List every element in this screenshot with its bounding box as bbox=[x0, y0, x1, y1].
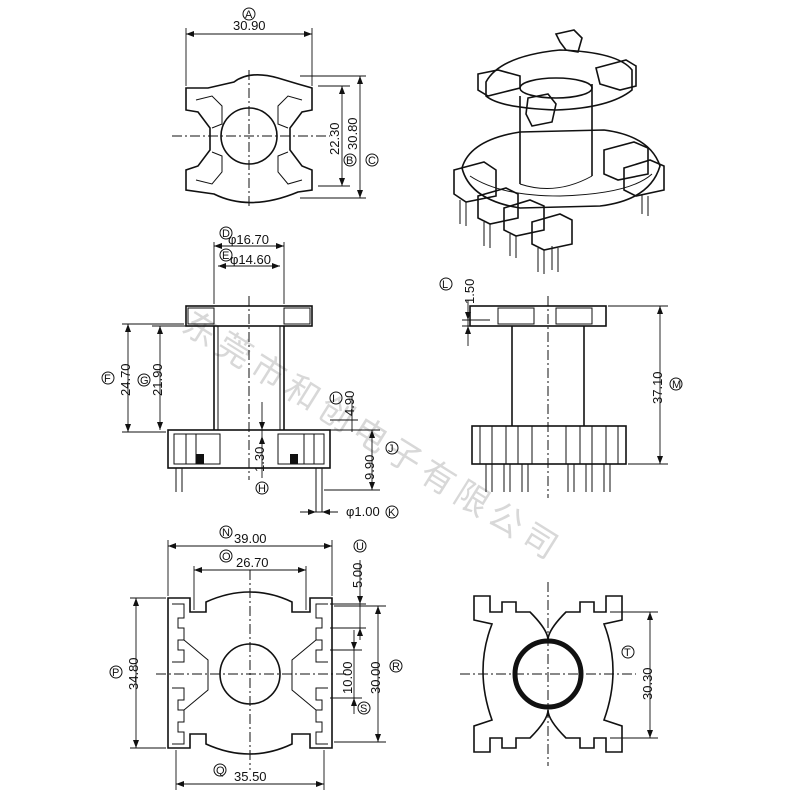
dim-g-marker bbox=[137, 373, 151, 387]
dim-f-label: F bbox=[104, 373, 111, 385]
dim-h-value: 1.30 bbox=[252, 447, 267, 472]
dim-i-value: 4.90 bbox=[342, 391, 357, 416]
dim-m-label: M bbox=[672, 379, 681, 391]
isometric-view bbox=[453, 29, 665, 274]
dim-j-value: 9.90 bbox=[362, 455, 377, 480]
dim-u-label: U bbox=[356, 541, 364, 553]
dim-g-value: 21.90 bbox=[150, 363, 165, 396]
dim-d-value: φ16.70 bbox=[228, 232, 269, 247]
dim-p-value: 34.80 bbox=[126, 657, 141, 690]
dim-b-label: B bbox=[346, 155, 353, 167]
dim-b-value: 22.30 bbox=[327, 122, 342, 155]
dim-a-label: A bbox=[245, 9, 253, 21]
dim-k-label: K bbox=[388, 507, 396, 519]
dim-n-marker bbox=[219, 525, 233, 539]
dim-o-label: O bbox=[222, 551, 231, 563]
dim-r-value: 30.00 bbox=[368, 661, 383, 694]
dim-p-label: P bbox=[112, 667, 119, 679]
side-view: 1.50 L 37.10 M bbox=[439, 277, 683, 498]
dim-o-marker bbox=[219, 549, 233, 563]
dim-e-value: φ14.60 bbox=[230, 252, 271, 267]
dim-m-value: 37.10 bbox=[650, 371, 665, 404]
dim-t-label: T bbox=[624, 647, 631, 659]
dim-u-marker bbox=[353, 539, 367, 553]
dim-k-value: φ1.00 bbox=[346, 504, 380, 519]
dim-s-label: S bbox=[360, 703, 367, 715]
dim-c-value: 30.80 bbox=[345, 117, 360, 150]
dim-e-label: E bbox=[222, 250, 229, 262]
dim-d-marker bbox=[219, 226, 233, 240]
dim-c-marker bbox=[365, 153, 379, 167]
dim-u-value: 5.00 bbox=[350, 563, 365, 588]
dim-t-marker bbox=[621, 645, 635, 659]
dim-t-value: 30.30 bbox=[640, 667, 655, 700]
dim-q-value: 35.50 bbox=[234, 769, 267, 784]
dim-l-label: L bbox=[442, 279, 448, 291]
dim-h-marker bbox=[255, 481, 269, 495]
dim-s-value: 10.00 bbox=[340, 661, 355, 694]
dim-m-marker bbox=[669, 377, 683, 391]
dim-s-marker bbox=[357, 701, 371, 715]
dim-l-marker bbox=[439, 277, 453, 291]
dim-j-marker bbox=[385, 441, 399, 455]
dim-f-value: 24.70 bbox=[118, 363, 133, 396]
dim-j-label: J bbox=[388, 443, 394, 455]
dim-o-value: 26.70 bbox=[236, 555, 269, 570]
dim-q-label: Q bbox=[216, 765, 225, 777]
dim-f-marker bbox=[101, 371, 115, 385]
dim-h-label: H bbox=[258, 483, 266, 495]
dim-r-marker bbox=[389, 659, 403, 673]
dim-q-marker bbox=[213, 763, 227, 777]
dim-g-label: G bbox=[140, 375, 149, 387]
dim-n-label: N bbox=[222, 527, 230, 539]
dim-p-marker bbox=[109, 665, 123, 679]
dim-r-label: R bbox=[392, 661, 400, 673]
dim-k-marker bbox=[385, 505, 399, 519]
top-view: 30.90 A 22.30 B 30.80 C bbox=[172, 7, 379, 206]
dim-c-label: C bbox=[368, 155, 376, 167]
front-view: φ16.70 D φ14.60 E 24.70 F 21.90 G 1.30 H bbox=[101, 226, 399, 519]
dim-n-value: 39.00 bbox=[234, 531, 267, 546]
top-view-core: 30.30 T bbox=[460, 582, 658, 766]
dim-l-value: 1.50 bbox=[462, 279, 477, 304]
dim-a-value: 30.90 bbox=[233, 18, 266, 33]
dim-e-marker bbox=[219, 248, 233, 262]
dim-b-marker bbox=[343, 153, 357, 167]
bottom-view: 39.00 N 26.70 O 34.80 P 35.50 Q bbox=[109, 525, 403, 790]
dim-i-label: I bbox=[332, 393, 335, 405]
dim-i-marker bbox=[329, 391, 343, 405]
dim-a-marker bbox=[242, 7, 256, 21]
dim-d-label: D bbox=[222, 228, 230, 240]
